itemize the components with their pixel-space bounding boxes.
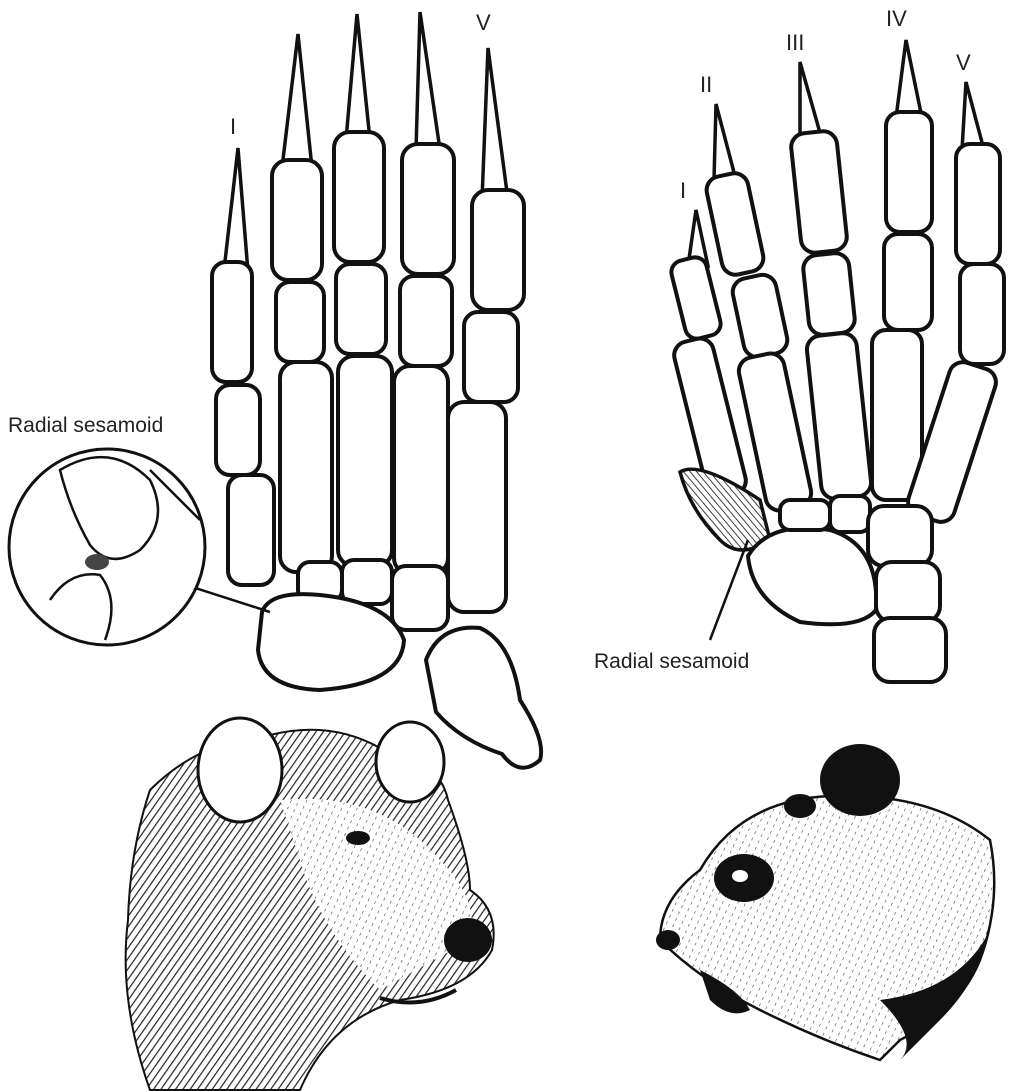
digit-iii-bones-panda (790, 62, 873, 500)
right-digit-label-i: I (680, 178, 686, 203)
right-digit-label-v: V (956, 50, 971, 75)
sesamoid-magnifier-inset (9, 449, 205, 645)
digit-iv-bones (394, 12, 454, 574)
right-digit-label-iii: III (786, 30, 804, 55)
left-digit-label-i: I (230, 114, 236, 139)
digit-iv-bones-panda (872, 40, 932, 500)
bear-nose (444, 918, 492, 962)
panda-ear-right (820, 744, 900, 816)
bear-ear-left (198, 718, 282, 822)
panda-forepaw-skeleton (669, 40, 1004, 682)
left-radial-sesamoid-label: Radial sesamoid (8, 414, 163, 437)
bear-eye (346, 831, 370, 845)
digit-v-bones (448, 48, 524, 612)
digit-ii-bones (272, 34, 332, 572)
radial-sesamoid-bone (680, 469, 770, 550)
callout-pointer-right (710, 540, 748, 640)
bear-forepaw-skeleton (9, 12, 541, 768)
panda-nose (656, 930, 680, 950)
bear-ear-right (376, 722, 444, 802)
panda-ear-left (784, 794, 816, 818)
digit-iii-bones (334, 14, 392, 566)
right-radial-sesamoid-label: Radial sesamoid (594, 650, 749, 673)
right-digit-label-iv: IV (886, 6, 907, 31)
digit-i-bones (212, 148, 274, 585)
left-digit-label-v: V (476, 10, 491, 35)
brown-bear-head-illustration (126, 718, 494, 1090)
panda-eye (732, 870, 748, 882)
right-digit-label-ii: II (700, 72, 712, 97)
giant-panda-head-illustration (656, 744, 994, 1060)
